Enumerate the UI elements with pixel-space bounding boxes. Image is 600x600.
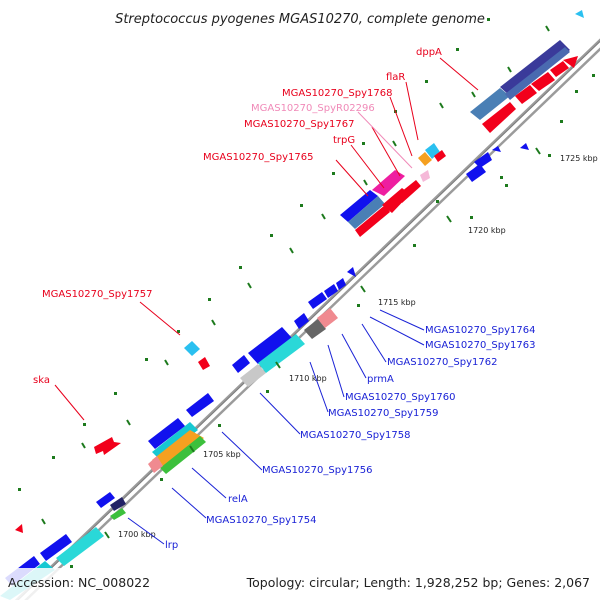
gene-dppA-navy[interactable] [500,40,570,96]
tick-marks [41,25,550,539]
gene-dppA-3[interactable] [531,72,555,91]
tick-label-1720: 1720 kbp [468,226,506,235]
gene-relA-green[interactable] [160,436,206,474]
gene-spy1757-marker[interactable] [184,341,200,356]
gene-spy1759[interactable] [240,364,266,387]
gene-dppA-5[interactable] [563,56,578,68]
gene-spy1760[interactable] [294,313,309,329]
label-spy1760[interactable]: MGAS10270_Spy1760 [345,392,455,403]
gene-spy1768[interactable] [396,180,421,203]
label-prmA[interactable]: prmA [367,374,394,385]
gene-relA[interactable] [152,430,204,470]
gene-spy1765[interactable] [340,190,378,222]
gene-flaR-red[interactable] [434,150,446,162]
label-spy1762[interactable]: MGAS10270_Spy1762 [387,357,497,368]
reverse-strand-features [148,10,584,474]
label-spyR02296[interactable]: MGAS10270_SpyR02296 [251,103,375,114]
gene-blue-1725-b[interactable] [474,152,492,168]
gene-navy-lower[interactable] [110,497,126,511]
tick-label-1700: 1700 kbp [118,530,156,539]
label-spy1767[interactable]: MGAS10270_Spy1767 [244,119,354,130]
gene-blue-1725-d[interactable] [520,143,529,150]
gene-spy1757[interactable] [198,357,210,370]
tick-label-1710: 1710 kbp [289,374,327,383]
gene-spy1764-b[interactable] [336,278,346,290]
forward-leader-lines [54,57,479,421]
gene-dppA-steel[interactable] [470,88,510,120]
gene-small-blue-1715[interactable] [347,267,356,277]
gene-dppA-navy2[interactable] [505,47,570,100]
tick-label-1725: 1725 kbp [560,154,598,163]
map-title: Streptococcus pyogenes MGAS10270, comple… [115,12,485,27]
label-trpG[interactable]: trpG [333,135,355,146]
gene-spy1762[interactable] [317,308,338,328]
label-spy1763[interactable]: MGAS10270_Spy1763 [425,340,535,351]
gene-cyan-lower-2[interactable] [56,527,104,566]
gene-trpG[interactable] [355,205,390,237]
gene-spy1758[interactable] [232,355,250,373]
label-flaR[interactable]: flaR [386,72,405,83]
gene-spy1764[interactable] [324,284,338,298]
label-spy1756[interactable]: MGAS10270_Spy1756 [262,465,372,476]
label-spy1754[interactable]: MGAS10270_Spy1754 [206,515,316,526]
gene-spy1756[interactable] [148,418,185,449]
label-dppA[interactable]: dppA [416,47,442,58]
label-spy1758[interactable]: MGAS10270_Spy1758 [300,430,410,441]
gene-blue-1725-a[interactable] [466,164,486,182]
gene-blue-1725-e[interactable] [575,10,584,18]
gene-ska[interactable] [94,437,121,455]
rna-leader-line [357,111,413,169]
gene-green-lower[interactable] [110,508,126,520]
gene-dppA-2[interactable] [515,85,537,104]
accession-text: Accession: NC_008022 [8,575,150,590]
footer: Accession: NC_008022 Topology: circular;… [0,568,600,600]
gene-spyR02296[interactable] [420,170,430,182]
gene-spy1759-cyan[interactable] [258,334,305,373]
gene-spy1767[interactable] [372,170,405,196]
tick-label-1715: 1715 kbp [378,298,416,307]
tick-label-1705: 1705 kbp [203,450,241,459]
gene-spy1763[interactable] [308,292,327,309]
gene-prmA[interactable] [304,319,326,339]
label-spy1757[interactable]: MGAS10270_Spy1757 [42,289,152,300]
reverse-leader-lines [127,309,425,545]
label-lrp[interactable]: lrp [165,540,178,551]
label-spy1765[interactable]: MGAS10270_Spy1765 [203,152,313,163]
genome-summary-text: Topology: circular; Length: 1,928,252 bp… [246,575,590,590]
gene-flaR-orange[interactable] [418,152,432,166]
gene-spy1756-b[interactable] [186,393,214,417]
forward-strand-features [0,40,578,600]
label-ska[interactable]: ska [33,375,50,386]
label-relA[interactable]: relA [228,494,248,505]
gene-blue-lower-3[interactable] [96,492,115,508]
label-spy1764[interactable]: MGAS10270_Spy1764 [425,325,535,336]
gene-spy1754[interactable] [148,456,163,473]
label-spy1768[interactable]: MGAS10270_Spy1768 [282,88,392,99]
tick-labels: 1700 kbp 1705 kbp 1710 kbp 1715 kbp 1720… [118,154,598,539]
gene-red-flag[interactable] [15,524,23,533]
gene-dppA[interactable] [482,102,516,133]
gene-spy1765-b[interactable] [348,196,385,229]
label-spy1759[interactable]: MGAS10270_Spy1759 [328,408,438,419]
gene-spy1758-b[interactable] [248,327,292,364]
gene-dppA-4[interactable] [550,61,569,77]
gene-relA-cyan[interactable] [152,422,198,460]
gene-labels: dppA flaR MGAS10270_Spy1768 MGAS10270_Sp… [33,47,535,551]
gene-blue-lower-2[interactable] [40,534,72,561]
gene-blue-1725-c[interactable] [492,146,501,152]
